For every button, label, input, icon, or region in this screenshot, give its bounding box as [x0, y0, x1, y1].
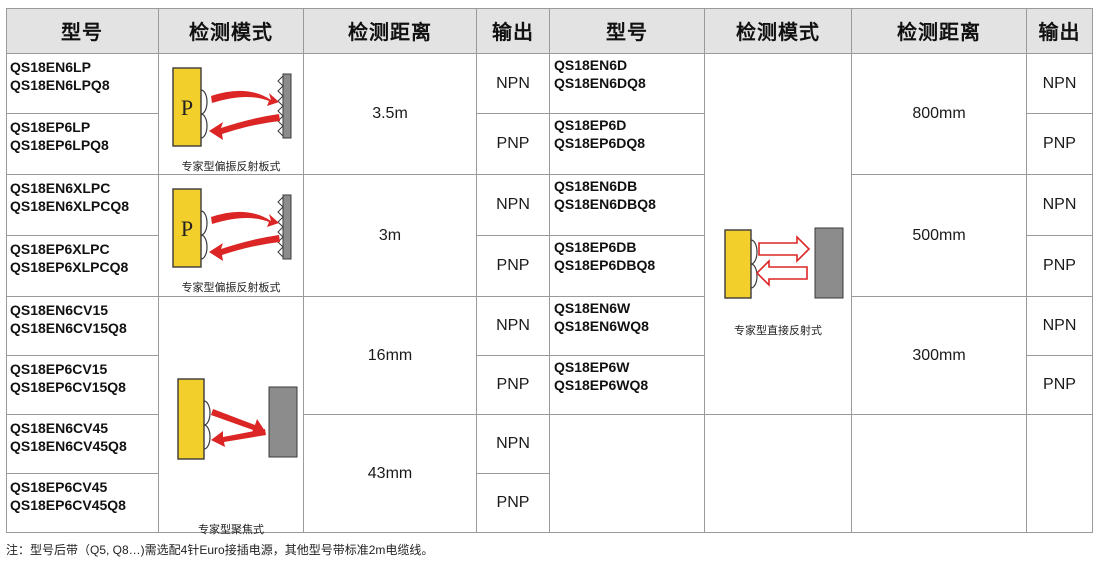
mode-convergent: 专家型聚焦式 [159, 297, 304, 536]
header-distance-right: 检测距离 [852, 8, 1027, 54]
svg-text:P: P [181, 95, 193, 120]
output-cell: PNP [1027, 114, 1093, 175]
mode-polarized-retro-2: P 专家型偏振反射板式 [159, 175, 304, 297]
output-cell: NPN [477, 415, 550, 474]
distance-cell: 43mm [304, 415, 477, 533]
diffuse-diagram [724, 227, 844, 299]
empty-cell [1027, 415, 1093, 533]
output-cell: NPN [1027, 54, 1093, 114]
distance-cell: 16mm [304, 297, 477, 415]
distance-cell: 500mm [852, 175, 1027, 297]
header-mode-right: 检测模式 [705, 8, 852, 54]
distance-cell: 3.5m [304, 54, 477, 175]
output-cell: PNP [1027, 356, 1093, 415]
header-distance-left: 检测距离 [304, 8, 477, 54]
output-cell: NPN [1027, 297, 1093, 356]
distance-cell: 3m [304, 175, 477, 297]
empty-cell [550, 415, 705, 533]
empty-cell [705, 415, 852, 533]
output-cell: PNP [477, 114, 550, 175]
mode-polarized-retro-1: P 专家型偏振反射板式 [159, 54, 304, 175]
empty-cell [852, 415, 1027, 533]
header-output-left: 输出 [477, 8, 550, 54]
product-table: 型号 检测模式 检测距离 输出 型号 检测模式 检测距离 输出 QS18EN6L… [6, 8, 1093, 536]
convergent-diagram [177, 378, 298, 460]
header-model-left: 型号 [6, 8, 159, 54]
mode-caption: 专家型直接反射式 [734, 325, 822, 337]
output-cell: NPN [477, 175, 550, 236]
output-cell: PNP [477, 236, 550, 297]
footnote: 注：型号后带（Q5, Q8…)需选配4针Euro接插电源，其他型号带标准2m电缆… [6, 543, 434, 557]
svg-text:P: P [181, 216, 193, 241]
output-cell: NPN [1027, 175, 1093, 236]
mode-diffuse: 专家型直接反射式 [705, 54, 852, 415]
mode-caption: 专家型偏振反射板式 [181, 161, 281, 173]
distance-cell: 800mm [852, 54, 1027, 175]
mode-caption: 专家型偏振反射板式 [181, 282, 281, 294]
output-cell: PNP [477, 474, 550, 533]
distance-cell: 300mm [852, 297, 1027, 415]
polarized-retro-diagram: P [172, 188, 292, 268]
header-mode-left: 检测模式 [159, 8, 304, 54]
header-output-right: 输出 [1027, 8, 1093, 54]
header-model-right: 型号 [550, 8, 705, 54]
output-cell: PNP [1027, 236, 1093, 297]
mode-caption: 专家型聚焦式 [198, 524, 264, 536]
output-cell: NPN [477, 297, 550, 356]
output-cell: PNP [477, 356, 550, 415]
polarized-retro-diagram: P [172, 67, 292, 147]
output-cell: NPN [477, 54, 550, 114]
